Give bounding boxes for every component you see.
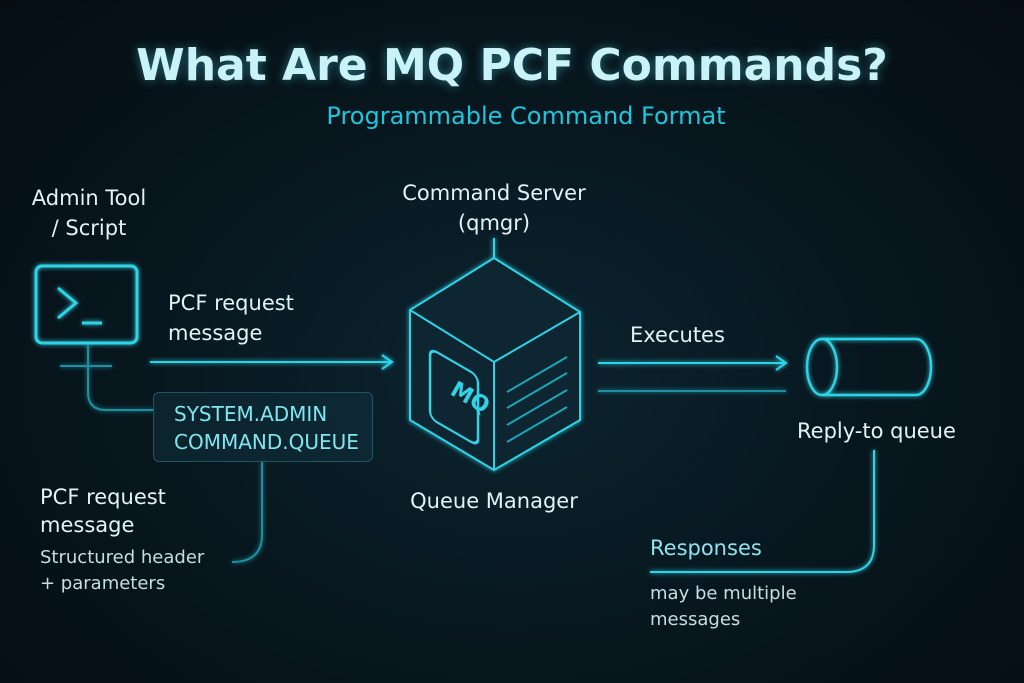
responses-desc: may be multiple messages <box>650 581 797 633</box>
executes-label: Executes <box>630 323 725 347</box>
resp-desc1: may be multiple <box>650 583 797 604</box>
request-line2: message <box>168 321 263 345</box>
queue-manager-cube <box>409 256 581 472</box>
admin-command-queue: SYSTEM.ADMIN COMMAND.QUEUE <box>153 392 373 462</box>
connector-reply-to-responses <box>650 450 875 573</box>
resp-desc2: messages <box>650 609 741 630</box>
command-server-label: Command Server (qmgr) <box>394 178 594 238</box>
request-arrow-label: PCF request message <box>168 288 294 348</box>
admin-line2: / Script <box>51 216 127 240</box>
page-title: What Are MQ PCF Commands? <box>136 40 888 91</box>
connector-queue-to-note <box>231 462 263 563</box>
admin-line1: Admin Tool <box>31 186 147 210</box>
request-arrow <box>150 354 394 370</box>
cs-line2: (qmgr) <box>457 211 531 235</box>
executes-arrow <box>598 355 788 392</box>
admin-tool-label: Admin Tool / Script <box>30 183 148 243</box>
cs-line1: Command Server <box>402 181 586 205</box>
reply-queue-label: Reply-to queue <box>797 419 956 443</box>
page-subtitle: Programmable Command Format <box>326 102 726 130</box>
note-title1: PCF request <box>40 485 166 509</box>
responses-title: Responses <box>650 536 762 560</box>
queue-manager-label: Queue Manager <box>410 489 578 513</box>
terminal-icon <box>34 264 139 367</box>
request-note: PCF request message Structured header + … <box>40 483 204 597</box>
reply-queue-cylinder <box>805 337 933 397</box>
note-desc1: Structured header <box>40 547 205 568</box>
note-title2: message <box>40 513 135 537</box>
queue-line2: COMMAND.QUEUE <box>174 430 359 454</box>
connector-terminal-to-queue <box>87 345 153 411</box>
note-desc2: + parameters <box>40 573 166 594</box>
request-line1: PCF request <box>168 291 294 315</box>
queue-line1: SYSTEM.ADMIN <box>174 402 328 426</box>
